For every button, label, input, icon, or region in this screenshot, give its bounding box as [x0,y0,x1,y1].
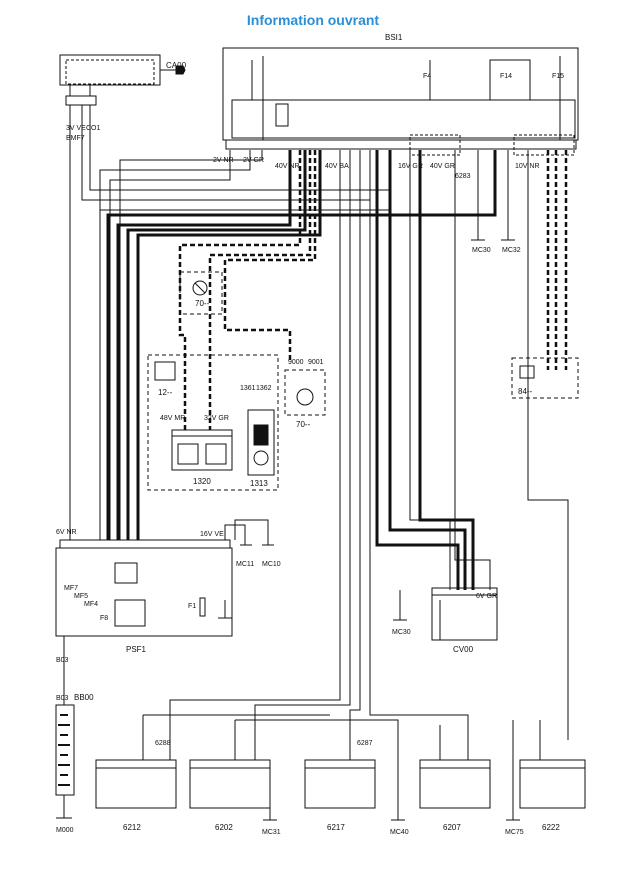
label-12: 12-- [158,388,173,397]
wire-32v-gr: 32V GR [204,415,229,422]
wire-6287: 6287 [357,740,373,747]
label-6212: 6212 [123,823,141,832]
wire-6283: 6283 [455,173,471,180]
label-84: 84-- [518,387,533,396]
ground-mc30-mid: MC30 [392,629,411,636]
label-psf1: PSF1 [126,645,147,654]
wire-6v-gr: 6V GR [476,593,497,600]
wire-2v-nr: 2V NR [213,157,234,164]
fuse-f14: F14 [500,73,512,80]
label-6222: 6222 [542,823,560,832]
wire-1361: 1361 [240,385,256,392]
ground-m000: M000 [56,827,74,834]
wire-b03-bottom: B03 [56,695,69,702]
wire-40v-nr: 40V NR [275,163,300,170]
wire-16v-gr: 16V GR [398,163,423,170]
wire-16v-ve: 16V VE [200,531,224,538]
fuse-mf4: MF4 [84,601,98,608]
wire-48v-mr: 48V MR [160,415,185,422]
wire-6v-nr: 6V NR [56,529,77,536]
fuse-f8: F8 [100,615,108,622]
label-cv00: CV00 [453,645,474,654]
wire-co1: CO1 [86,125,101,132]
wire-40v-gr: 40V GR [430,163,455,170]
fuse-f4: F4 [423,73,431,80]
wire-2v-gr: 2V GR [243,157,264,164]
ground-mc11: MC11 [236,561,254,568]
fuse-mf5: MF5 [74,593,88,600]
label-6207: 6207 [443,823,461,832]
fuse-f1: F1 [188,603,196,610]
ground-mc31: MC31 [262,829,281,836]
diagram-title: Information ouvrant [246,12,380,28]
psf1-unit [55,539,233,637]
wire-1362: 1362 [256,385,272,392]
wire-b03-top: B03 [56,657,69,664]
label-1320: 1320 [193,477,211,486]
label-1313: 1313 [250,479,268,488]
label-bsi: BSI1 [385,33,403,42]
fuse-mf7: MF7 [64,585,78,592]
bsi-unit [222,47,579,141]
ca00-switch [59,54,186,86]
ground-mc40: MC40 [390,829,409,836]
label-70-lower: 70-- [296,420,311,429]
wire-9000: 9000 [288,359,304,366]
wire-40v-ba: 40V BA [325,163,349,170]
ground-mc30-top: MC30 [472,247,491,254]
label-6202: 6202 [215,823,233,832]
label-70-upper: 70-- [195,299,210,308]
label-6217: 6217 [327,823,345,832]
wire-3v-ve: 3V VE [66,125,86,132]
wire-6288: 6288 [155,740,171,747]
ground-mc75: MC75 [505,829,524,836]
ground-mc10: MC10 [262,561,281,568]
label-bb00: BB00 [74,693,94,702]
label-ca00: CA00 [166,61,187,70]
fuse-f15: F15 [552,73,564,80]
wire-9001: 9001 [308,359,324,366]
wire-bmf7: BMF7 [66,135,85,142]
ground-mc32: MC32 [502,247,521,254]
wire-10v-nr: 10V NR [515,163,540,170]
